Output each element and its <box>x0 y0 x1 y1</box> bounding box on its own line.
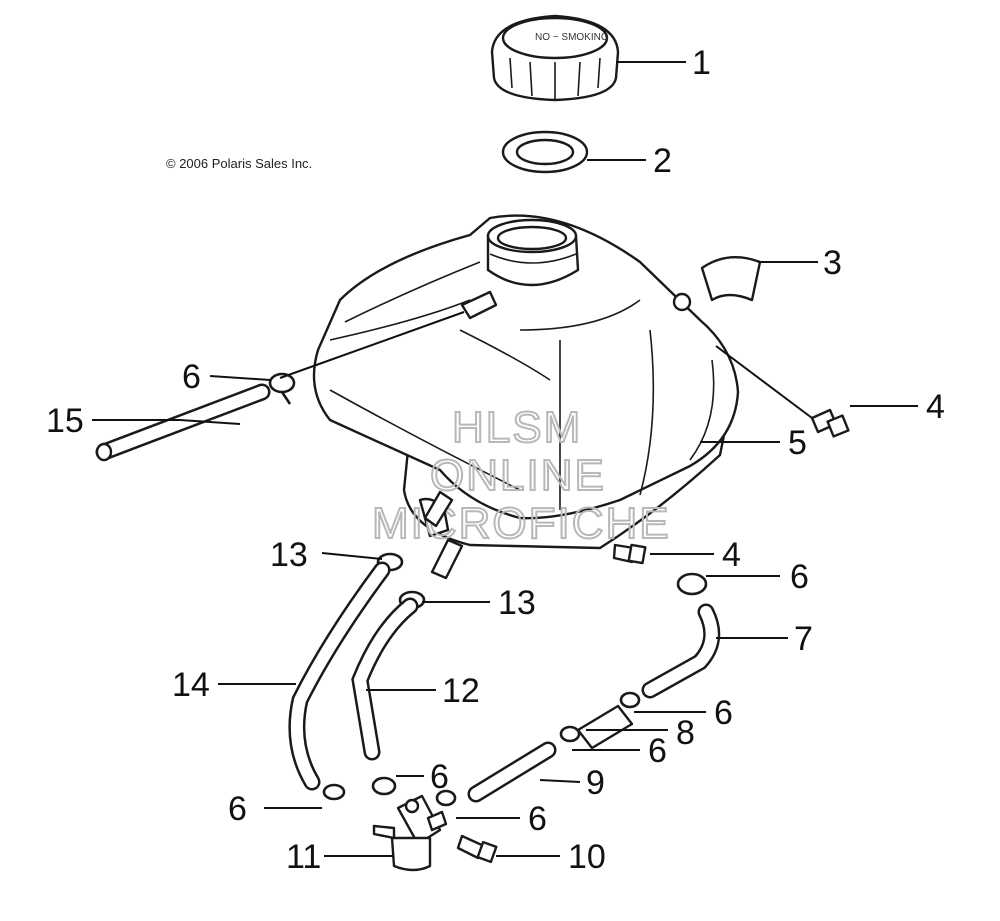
valve-screw <box>456 834 498 864</box>
clamp-vent <box>268 372 296 405</box>
watermark-line-2: ONLINE <box>430 451 606 500</box>
clamp-hose-7-top <box>676 572 708 596</box>
callout-6-vent: 6 <box>182 358 201 396</box>
callout-8: 8 <box>676 714 695 752</box>
tank-return-fitting <box>430 538 464 580</box>
callout-4-lower: 4 <box>722 536 741 574</box>
clamp-filter-upper <box>619 691 641 709</box>
clamp-filter-lower <box>559 725 581 743</box>
callout-2: 2 <box>653 142 672 180</box>
callout-5: 5 <box>788 424 807 462</box>
copyright-text: © 2006 Polaris Sales Inc. <box>166 156 312 171</box>
callout-13-left: 13 <box>270 536 308 574</box>
svg-text:NO ~ SMOKING: NO ~ SMOKING <box>535 32 609 43</box>
callout-6-filter-bottom: 6 <box>648 732 667 770</box>
callout-6-hose-7: 6 <box>790 558 809 596</box>
cap-gasket <box>501 130 589 174</box>
callouts: 1 2 3 4 5 6 15 13 4 6 13 7 14 12 6 8 6 6… <box>46 44 945 876</box>
callout-6-filter-top: 6 <box>714 694 733 732</box>
fuel-tank <box>312 214 740 550</box>
callout-3: 3 <box>823 244 842 282</box>
tank-outlet-fitting <box>423 490 454 528</box>
fuel-hose-14 <box>288 561 391 791</box>
callout-6-lower-left: 6 <box>228 790 247 828</box>
tank-screw-lower <box>612 543 647 565</box>
clamp-lower-left <box>322 783 346 801</box>
fuel-hose-9 <box>467 741 557 803</box>
tank-screw-upper <box>810 408 850 438</box>
tank-pad <box>700 256 762 302</box>
callout-6-lower-middle: 6 <box>430 758 449 796</box>
fuel-valve <box>372 794 448 872</box>
watermark-line-1: HLSM <box>452 403 582 452</box>
clamp-lower-middle <box>371 776 397 796</box>
clamp-lower-right <box>435 789 457 807</box>
callout-11: 11 <box>286 838 321 876</box>
leader-lines <box>92 61 918 857</box>
fuel-cap: NO ~ SMOKING <box>490 14 620 102</box>
callout-13-right: 13 <box>498 584 536 622</box>
callout-7: 7 <box>794 620 813 658</box>
watermark: HLSM ONLINE MICROFICHE <box>371 402 671 549</box>
watermark-line-3: MICROFICHE <box>372 499 671 548</box>
callout-6-lower-right: 6 <box>528 800 547 838</box>
vent-hose <box>95 383 271 462</box>
callout-9: 9 <box>586 764 605 802</box>
callout-14: 14 <box>172 666 210 704</box>
callout-12: 12 <box>442 672 480 710</box>
callout-1: 1 <box>692 44 711 82</box>
fuel-hose-7 <box>641 603 721 699</box>
callout-15: 15 <box>46 402 84 440</box>
fuel-filter <box>576 704 634 750</box>
callout-10: 10 <box>568 838 606 876</box>
callout-4-upper: 4 <box>926 388 945 426</box>
fuel-hose-12 <box>351 597 419 761</box>
